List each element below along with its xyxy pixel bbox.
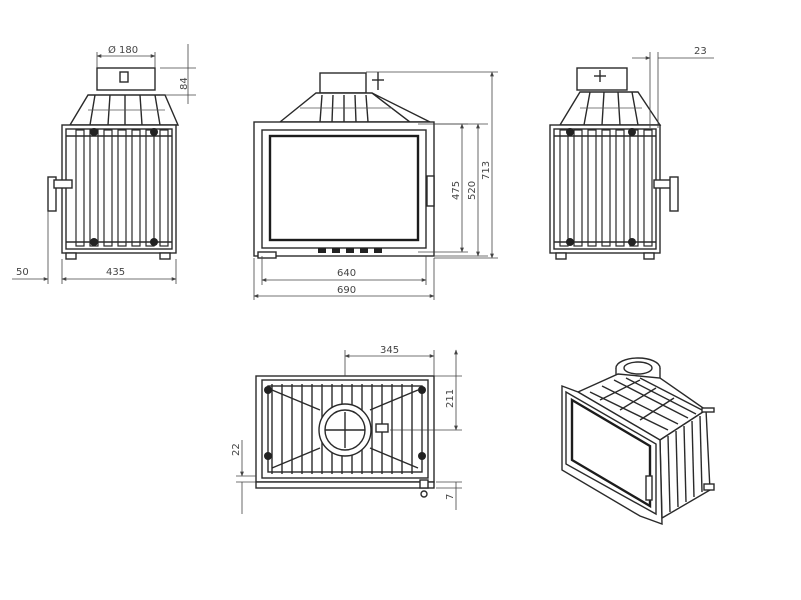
isometric-view	[561, 357, 715, 526]
top-dimensions: 345 211 7 22	[231, 345, 462, 514]
diameter-label: Ø 180	[108, 44, 138, 56]
top-flue-offset-label: 211	[445, 389, 456, 408]
top-view	[255, 375, 435, 498]
side-view-left	[47, 67, 180, 260]
door-height-label: 520	[467, 181, 478, 200]
side-offset-label: 50	[16, 267, 29, 278]
front-view	[253, 72, 435, 259]
top-bottom-offset-label: 7	[445, 494, 456, 500]
total-height-label: 713	[481, 161, 492, 180]
front-dimensions: 640 690 475 520 713	[253, 71, 498, 300]
front-inner-width-label: 640	[337, 268, 356, 279]
side-view-right	[549, 67, 679, 260]
top-depth-label: 345	[380, 345, 399, 356]
front-outer-width-label: 690	[337, 285, 356, 296]
side-left-dimensions: Ø 180 84 50 435	[12, 44, 196, 284]
side-depth-label: 435	[106, 267, 125, 278]
side-right-dimensions: 23	[632, 46, 714, 128]
top-left-offset-label: 22	[231, 443, 242, 456]
flue-height-label: 84	[179, 77, 190, 90]
right-offset-label: 23	[694, 46, 707, 57]
glass-height-label: 475	[451, 181, 462, 200]
